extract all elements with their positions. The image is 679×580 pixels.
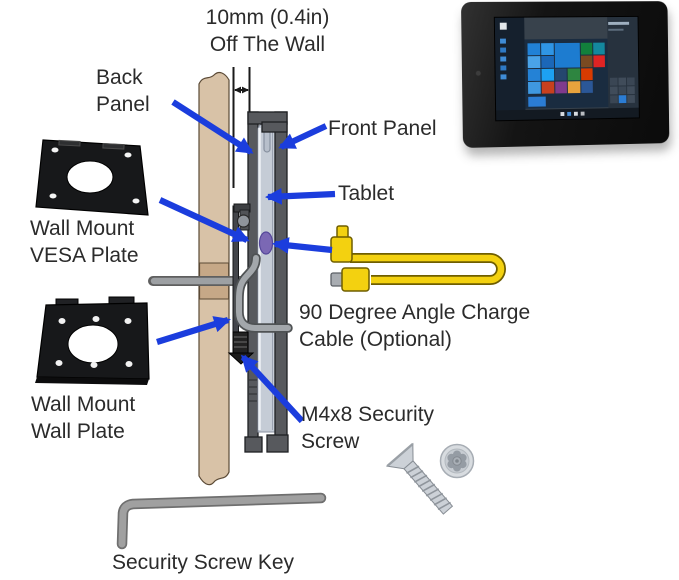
arrow-front-panel xyxy=(278,123,328,150)
start-screen-tile xyxy=(580,42,593,55)
back-foot xyxy=(244,436,263,453)
security-screw-image xyxy=(386,442,475,515)
arrow-charge-port xyxy=(272,237,333,254)
start-screen-tile xyxy=(500,65,507,71)
arrow-tablet xyxy=(264,188,336,205)
dimension-lines xyxy=(232,67,251,188)
offset-dimension-label: 10mm (0.4in) Off The Wall xyxy=(205,6,330,56)
arrow-security-screw xyxy=(240,354,305,424)
cable-usb-tip xyxy=(330,272,344,287)
tablet-label: Tablet xyxy=(338,182,395,205)
start-screen-tile xyxy=(618,77,627,86)
callout-arrows xyxy=(156,99,336,424)
security-screw-label: M4x8 Security Screw xyxy=(301,403,435,453)
front-panel-section xyxy=(274,111,288,437)
arrow-vesa-plate xyxy=(158,197,250,243)
tablet-screen xyxy=(493,15,640,122)
cable-right-angle-plug xyxy=(330,236,353,263)
enclosure-assembly xyxy=(227,111,293,453)
front-foot xyxy=(266,434,289,453)
start-screen-tile xyxy=(541,68,555,81)
screw-head-top-view xyxy=(439,443,475,479)
start-screen-tile xyxy=(541,81,555,94)
start-screen-tile xyxy=(567,68,581,81)
start-screen-tile xyxy=(627,86,635,95)
start-screen-tile xyxy=(608,21,630,25)
start-screen-tile xyxy=(500,38,506,44)
cable-usb-plug xyxy=(341,267,370,292)
start-screen-tile xyxy=(618,95,627,104)
start-screen-tile xyxy=(499,22,507,30)
start-screen-tile xyxy=(580,111,585,116)
start-screen-tile xyxy=(500,47,507,53)
charge-cable-section xyxy=(234,253,293,333)
vent-ribs xyxy=(249,379,257,402)
start-screen-tile xyxy=(580,55,593,68)
bracket-screw-head xyxy=(236,214,251,228)
start-screen-tile xyxy=(528,96,546,107)
start-screen-tile xyxy=(610,95,618,104)
wall-plate-label: Wall Mount Wall Plate xyxy=(31,393,136,443)
arrow-back-panel xyxy=(171,99,254,155)
start-screen-tile xyxy=(494,17,526,121)
front-panel-label: Front Panel xyxy=(328,117,437,140)
start-screen-tile xyxy=(541,55,555,68)
tablet-product-photo xyxy=(460,1,670,148)
wall-plate-image xyxy=(35,296,150,385)
start-screen-tile xyxy=(609,77,618,86)
charge-cable-label: 90 Degree Angle Charge Cable (Optional) xyxy=(299,301,531,351)
arrow-wall-plate xyxy=(156,316,231,345)
start-screen-tile xyxy=(560,112,565,117)
start-screen-tile xyxy=(528,81,541,94)
charge-cable-image xyxy=(330,225,507,292)
start-screen-tile xyxy=(608,28,624,31)
start-screen-tile xyxy=(555,68,567,81)
vesa-plate-label: Wall Mount VESA Plate xyxy=(30,217,139,267)
charge-port-connector xyxy=(258,231,274,255)
start-screen-tile xyxy=(581,68,593,81)
start-screen-tile xyxy=(527,56,541,69)
front-lip xyxy=(261,121,288,133)
start-screen-tile xyxy=(541,43,554,56)
start-screen-tile xyxy=(626,77,635,86)
start-screen-tile xyxy=(593,55,605,68)
start-screen-tile xyxy=(593,42,605,55)
start-screen-tile xyxy=(527,68,541,82)
start-screen-tile xyxy=(555,81,567,94)
start-screen-tile xyxy=(581,81,593,93)
screw-key-label: Security Screw Key xyxy=(112,551,295,574)
start-screen-tile xyxy=(500,74,507,80)
start-screen-tile xyxy=(573,111,578,116)
start-screen-tile xyxy=(500,56,507,62)
camera-icon xyxy=(475,70,481,76)
start-screen-tile xyxy=(567,81,581,94)
start-screen-tile xyxy=(618,86,627,95)
vesa-plate-image xyxy=(35,139,149,216)
start-screen-tile xyxy=(554,42,581,68)
back-panel-label: Back Panel xyxy=(96,66,150,116)
start-screen-tile xyxy=(627,95,635,103)
security-screw-key-image xyxy=(116,492,327,550)
start-screen-tile xyxy=(567,111,572,116)
start-screen-tile xyxy=(527,43,541,56)
start-screen-tile xyxy=(609,86,618,95)
